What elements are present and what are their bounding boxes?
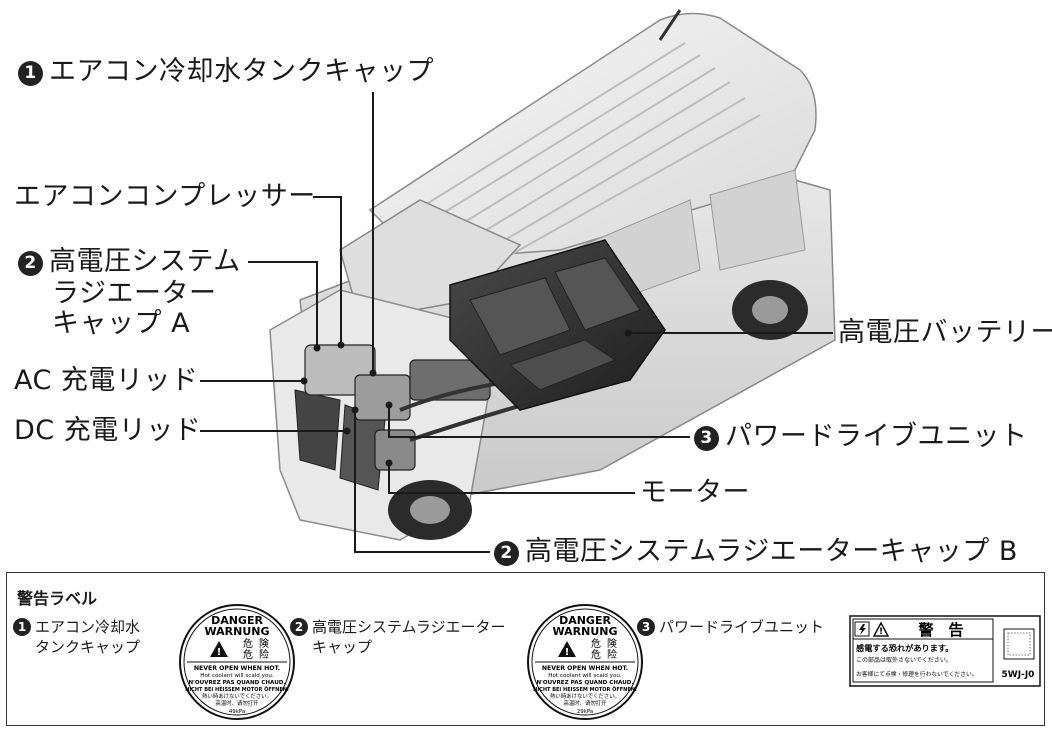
legend-title: 警告ラベル xyxy=(17,589,98,608)
leader-c2a xyxy=(248,261,318,348)
pdu-line-2: この部品は取外さないでください。 xyxy=(856,656,952,664)
label-line-6: 高温时、请勿打开 xyxy=(215,699,259,707)
callout-dc-charge-lid: DC 充電リッド xyxy=(14,415,202,446)
callout-text: エアコン冷却水タンクキャップ xyxy=(49,56,434,87)
label-line-1: NEVER OPEN WHEN HOT. xyxy=(194,665,280,672)
label-kanji-1: 危 xyxy=(243,638,253,650)
roof-ribs xyxy=(424,42,761,259)
pdu-heading: 警 告 xyxy=(917,621,963,639)
svg-text:!: ! xyxy=(879,627,883,637)
high-voltage-battery-pack xyxy=(449,239,666,411)
label-line-4: NICHT BEI HEISSEM MOTOR ÖFFNEN. xyxy=(185,686,289,693)
wheel-front xyxy=(388,480,472,540)
leader-c3 xyxy=(388,405,690,438)
wheel-rear xyxy=(732,280,808,340)
legend-item-1-line2: タンクキャップ xyxy=(35,638,141,656)
callout-ac-charge-lid: AC 充電リッド xyxy=(14,365,199,396)
label-line-2: Hot coolant will scald you. xyxy=(548,673,622,679)
callout-text: 高電圧システム xyxy=(49,246,241,277)
coolant-cap-danger-label: DANGER WARNUNG ! 危 険 危 险 NEVER OPEN WHEN… xyxy=(179,604,295,720)
callout-motor: モーター xyxy=(640,477,750,508)
legend-number-2: 2 xyxy=(290,618,308,636)
label-line-1: NEVER OPEN WHEN HOT. xyxy=(542,665,628,672)
leader-compressor xyxy=(313,196,342,345)
label-danger-text: DANGER xyxy=(559,614,611,627)
label-kanji-2: 険 xyxy=(259,638,269,650)
antenna xyxy=(658,9,682,41)
legend-item-2-line2: キャップ xyxy=(312,638,373,656)
callout-radiator-cap-a-line2: ラジエーター xyxy=(52,278,217,309)
callout-number-3: 3 xyxy=(694,426,719,451)
svg-text:!: ! xyxy=(565,647,570,658)
svg-text:!: ! xyxy=(217,647,222,658)
label-kanji-3: 危 xyxy=(243,649,253,661)
pdu-line-1: 感電する恐れがあります。 xyxy=(856,643,953,653)
label-line-3: N'OUVREZ PAS QUAND CHAUD. xyxy=(536,680,633,686)
pdu-warning-label: ! 警 告 感電する恐れがあります。 この部品は取外さないでください。 お客様に… xyxy=(849,615,1041,687)
callout-high-voltage-battery: 高電圧バッテリー xyxy=(838,317,1052,348)
label-line-2: Hot coolant will scald you. xyxy=(200,673,274,679)
label-kanji-4: 险 xyxy=(259,648,269,661)
leader-c2b xyxy=(354,410,490,553)
callout-number-2: 2 xyxy=(494,541,519,566)
label-kanji-2: 険 xyxy=(607,638,617,650)
warning-triangle-icon xyxy=(210,641,228,657)
label-pressure: 29kPa xyxy=(577,709,593,715)
callout-radiator-cap-a-line3: キャップ A xyxy=(52,308,191,339)
label-line-5: 熱い時あけないでください。 xyxy=(550,692,620,700)
label-warnung-text: WARNUNG xyxy=(553,625,618,638)
label-kanji-1: 危 xyxy=(591,638,601,650)
label-kanji-3: 危 xyxy=(591,649,601,661)
legend-number-1: 1 xyxy=(13,618,31,636)
legend-item-2-line1: 高電圧システムラジエーター xyxy=(312,618,506,636)
label-line-6: 高温时、请勿打开 xyxy=(563,699,607,707)
side-window-rear xyxy=(709,169,806,271)
legend-item-1-line1: エアコン冷却水 xyxy=(35,618,141,636)
radiator-cap-danger-label: DANGER WARNUNG ! 危 険 危 险 NEVER OPEN WHEN… xyxy=(527,604,643,720)
label-line-3: N'OUVREZ PAS QUAND CHAUD. xyxy=(188,680,285,686)
legend-number-3: 3 xyxy=(637,618,655,636)
caution-triangle-icon xyxy=(872,621,890,637)
pdu-code: 5WJ-J0 xyxy=(1002,670,1035,680)
pdu-line-3: お客様にて点検・修理を行わないでください。 xyxy=(856,670,978,678)
label-line-5: 熱い時あけないでください。 xyxy=(202,692,272,700)
callout-text: 高電圧システムラジエーターキャップ B xyxy=(525,536,1018,567)
label-kanji-4: 险 xyxy=(607,648,617,661)
label-pressure: 49kPa xyxy=(229,709,245,715)
electric-hazard-icon xyxy=(854,621,870,637)
callout-text: パワードライブユニット xyxy=(725,421,1028,452)
callout-number-1: 1 xyxy=(18,61,43,86)
leader-motor xyxy=(388,463,635,494)
code-box xyxy=(1003,628,1035,660)
callout-number-2: 2 xyxy=(18,251,43,276)
label-warnung-text: WARNUNG xyxy=(205,625,270,638)
leader-lines xyxy=(200,92,833,553)
label-line-4: NICHT BEI HEISSEM MOTOR ÖFFNEN. xyxy=(533,686,637,693)
legend-item-3-line1: パワードライブユニット xyxy=(659,618,825,636)
warning-triangle-icon xyxy=(558,641,576,657)
label-danger-text: DANGER xyxy=(211,614,263,627)
callout-ac-compressor: エアコンコンプレッサー xyxy=(14,181,316,212)
leader-endpoints xyxy=(300,329,632,467)
